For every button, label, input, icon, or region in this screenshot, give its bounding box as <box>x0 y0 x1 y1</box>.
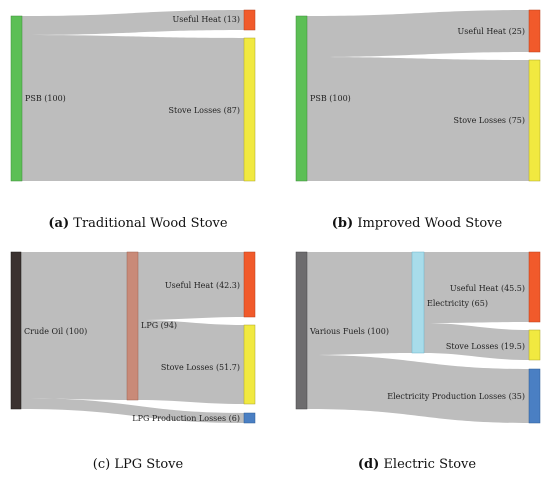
node-electricity <box>411 251 425 354</box>
label-psb: PSB (100) <box>310 94 351 103</box>
node-stove-losses <box>528 59 541 182</box>
panel-c-lpg-stove: Crude Oil (100) LPG (94) Useful Heat (42… <box>10 251 256 472</box>
caption-b: (b) Improved Wood Stove <box>332 216 503 231</box>
label-stove-losses: Stove Losses (87) <box>169 106 240 115</box>
flow-psb-to-useful-heat <box>307 10 529 57</box>
flow-lpg-to-stove-losses <box>138 320 244 404</box>
node-stove-losses <box>243 324 256 405</box>
label-stove-losses: Stove Losses (19.5) <box>446 342 525 351</box>
flow-psb-to-useful-heat <box>22 10 244 35</box>
node-useful-heat <box>528 251 541 323</box>
label-various-fuels: Various Fuels (100) <box>309 327 389 336</box>
flow-electricity-to-useful-heat <box>424 252 529 323</box>
node-useful-heat <box>528 9 541 53</box>
label-useful-heat: Useful Heat (45.5) <box>450 284 525 293</box>
node-psb <box>10 15 23 182</box>
node-psb <box>295 15 308 182</box>
label-lpg: LPG (94) <box>141 321 177 330</box>
label-electricity: Electricity (65) <box>427 299 488 308</box>
label-psb: PSB (100) <box>25 94 66 103</box>
label-useful-heat: Useful Heat (13) <box>173 15 240 24</box>
node-various-fuels <box>295 251 308 410</box>
label-crude-oil: Crude Oil (100) <box>24 327 87 336</box>
node-lpg <box>126 251 139 401</box>
node-lpg-production-losses <box>243 412 256 424</box>
label-useful-heat: Useful Heat (25) <box>458 27 525 36</box>
node-crude-oil <box>10 251 22 410</box>
label-stove-losses: Stove Losses (75) <box>454 116 525 125</box>
node-stove-losses <box>243 37 256 182</box>
caption-c: (c) LPG Stove <box>93 457 184 472</box>
node-stove-losses <box>528 329 541 361</box>
label-useful-heat: Useful Heat (42.3) <box>165 281 240 290</box>
flow-various-fuels-to-electricity-production-losses <box>307 355 529 423</box>
panel-b-improved-wood-stove: PSB (100) Useful Heat (25) Stove Losses … <box>295 9 541 231</box>
node-useful-heat <box>243 251 256 318</box>
flow-various-fuels-to-electricity <box>307 252 412 355</box>
panel-d-electric-stove: Various Fuels (100) Electricity (65) Use… <box>295 251 541 472</box>
flow-psb-to-stove-losses <box>307 57 529 181</box>
caption-a: (a) Traditional Wood Stove <box>48 216 227 231</box>
flow-lpg-to-useful-heat <box>138 252 244 320</box>
flow-crude-oil-to-lpg-production-losses <box>21 398 244 423</box>
label-stove-losses: Stove Losses (51.7) <box>161 363 240 372</box>
label-electricity-production-losses: Electricity Production Losses (35) <box>387 392 525 401</box>
flow-psb-to-stove-losses <box>22 35 244 181</box>
node-useful-heat <box>243 9 256 31</box>
flow-electricity-to-stove-losses <box>424 323 529 360</box>
panel-a-traditional-wood-stove: PSB (100) Useful Heat (13) Stove Losses … <box>10 9 256 231</box>
caption-d: (d) Electric Stove <box>358 457 476 472</box>
label-lpg-production-losses: LPG Production Losses (6) <box>132 414 240 423</box>
node-electricity-production-losses <box>528 368 541 424</box>
flow-crude-oil-to-lpg <box>21 252 127 400</box>
